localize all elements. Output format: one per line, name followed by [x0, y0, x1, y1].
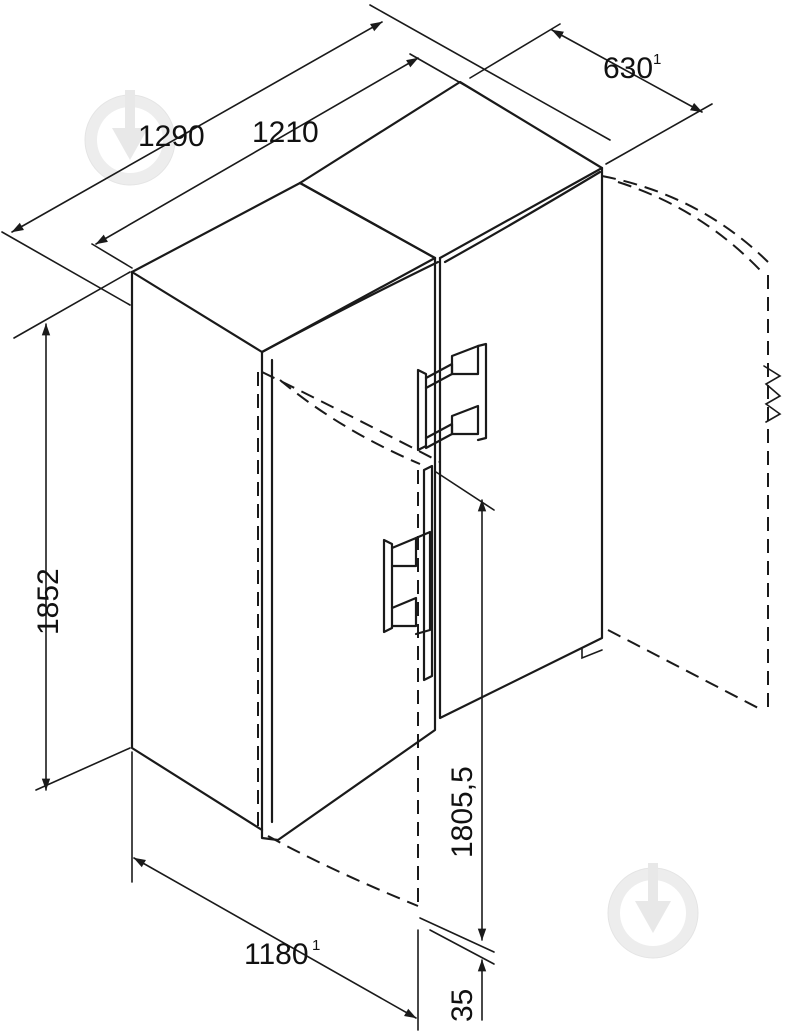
open-door-outline-right	[601, 175, 782, 712]
watermark-logo-icon	[607, 863, 699, 959]
dimension-height-hinge	[419, 471, 495, 953]
dimension-width-cabinets	[91, 53, 481, 269]
label-width-open-note: 1	[312, 937, 320, 954]
label-height-hinge: 1805,5	[446, 766, 479, 858]
label-plinth: 35	[446, 989, 479, 1022]
label-height-total: 1852	[32, 568, 65, 635]
dimension-depth	[469, 23, 713, 165]
left-cabinet	[130, 181, 440, 842]
right-hinge-assembly	[416, 342, 488, 452]
label-width-cabinets: 1210	[252, 116, 319, 149]
left-hinge-assembly	[382, 464, 434, 682]
label-depth: 630	[603, 52, 653, 85]
label-width-open: 1180	[244, 938, 309, 971]
dimension-height-total	[13, 271, 131, 791]
right-cabinet	[298, 80, 604, 720]
open-door-outline-left	[257, 371, 441, 910]
label-width-total: 1290	[138, 120, 205, 153]
dimension-plinth	[429, 929, 495, 1021]
dimension-width-open	[131, 751, 419, 1031]
label-depth-note: 1	[653, 51, 661, 68]
